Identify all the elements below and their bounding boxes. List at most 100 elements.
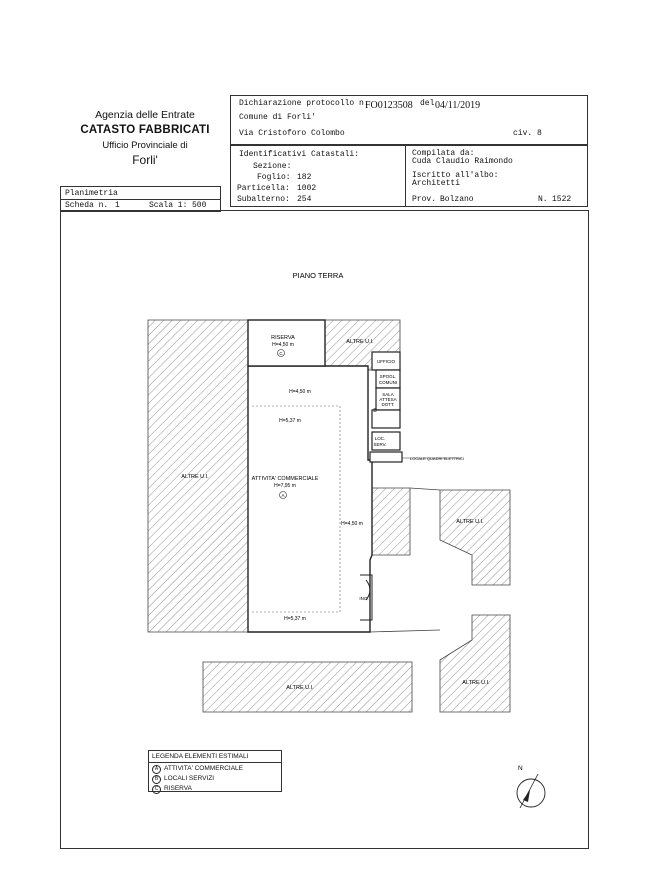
drawing-frame (60, 210, 589, 849)
legend-divider (149, 762, 281, 763)
compilata-box: Compilata da: Cuda Claudio Raimondo Iscr… (405, 145, 588, 207)
sala-label-2: ATTESA (379, 397, 396, 402)
scala-value: 500 (192, 201, 207, 210)
height-label-4: H=5,37 m (284, 616, 306, 622)
context-line-bottom (369, 629, 441, 633)
altre-label-right: ALTRE U.I. (456, 519, 484, 525)
altre-ui-right-block (439, 489, 511, 586)
north-arrow-head (523, 790, 530, 802)
legend-label: LOCALI SERVIZI (164, 775, 215, 782)
civ-label: civ. (513, 129, 533, 138)
loc-serv-label-1: LOC. (375, 436, 386, 441)
prov-label: Prov. (412, 195, 437, 204)
altre-ui-bottom (202, 661, 413, 713)
compilata-name: Cuda Claudio Raimondo (412, 157, 513, 166)
city-name: Forli' (132, 153, 158, 167)
ufficio-label: UFFICIO (377, 359, 395, 364)
scheda-value: 1 (115, 201, 120, 210)
prov-value: Bolzano (440, 195, 474, 204)
civ-number: 8 (537, 129, 542, 138)
north-arrow-circle (516, 778, 546, 808)
height-label-1: H=4,50 m (289, 389, 311, 395)
ingresso-label: ING. (359, 596, 368, 601)
quadri-label: LOCALE QUADRI ELETTRICI (410, 456, 464, 461)
riserva-marker-letter: C (279, 351, 283, 356)
bagno-room (371, 409, 401, 429)
agency-name: Agenzia delle Entrate (95, 109, 195, 121)
legend-label: RISERVA (164, 785, 192, 792)
sezione-label: Sezione: (253, 162, 292, 171)
altre-label-bottom: ALTRE U.I. (286, 685, 314, 691)
albo-value: Architetti (412, 179, 461, 188)
scheda-label: Scheda n. (65, 201, 109, 210)
n-label: N. (538, 195, 548, 204)
commercial-outline (247, 365, 373, 633)
attivita-marker-letter: A (281, 493, 284, 498)
foglio-label: Foglio: (257, 173, 291, 182)
attivita-label: ATTIVITA' COMMERCIALE (252, 476, 319, 482)
n-value: 1522 (552, 195, 572, 204)
legend-marker: B (152, 775, 161, 784)
height-label-2: H=5,37 m (279, 418, 301, 424)
north-arrow-label: N (518, 765, 523, 772)
altre-label-left: ALTRE U.I. (181, 474, 209, 480)
servizi-marker-letter: B (373, 408, 377, 414)
altre-ui-bottom-right (439, 614, 511, 713)
legend-label: ATTIVITA' COMMERCIALE (164, 765, 244, 772)
legend-marker: A (152, 765, 161, 774)
subalterno-label: Subalterno: (237, 195, 290, 204)
riserva-room (247, 319, 326, 367)
legend-title: LEGENDA ELEMENTI ESTIMALI (152, 753, 249, 760)
attivita-marker (279, 491, 287, 499)
altre-ui-right-strip (371, 487, 411, 556)
riserva-label: RISERVA (271, 335, 295, 341)
altre-label-bottom-right: ALTRE U.I. (462, 680, 490, 686)
height-label-3: H=4,50 m (341, 521, 363, 527)
comune: Comune di Forli' (239, 113, 316, 122)
spogliatoi-room (375, 369, 401, 389)
agency-header: Agenzia delle Entrate CATASTO FABBRICATI… (60, 108, 230, 168)
north-arrow-line (519, 773, 539, 809)
planimetria-divider (61, 199, 220, 200)
spogliatoi-label-2: COMUNI (379, 380, 397, 385)
floor-label: PIANO TERRA (293, 271, 344, 280)
quadri-room (369, 451, 403, 463)
ufficio-label: Ufficio Provinciale di (102, 140, 188, 151)
planimetria-box: Planimetria Scheda n. 1 Scala 1: 500 (60, 186, 221, 212)
particella-value: 1002 (297, 184, 317, 193)
sala-label-1: SALA (382, 392, 394, 397)
protocol-date: 04/11/2019 (435, 100, 481, 111)
catasto-title: CATASTO FABBRICATI (80, 124, 210, 136)
particella-label: Particella: (237, 184, 290, 193)
altre-label-top: ALTRE U.I. (346, 339, 374, 345)
protocol-box: Dichiarazione protocollo n. FO0123508 de… (230, 95, 588, 145)
protocol-label: Dichiarazione protocollo n. (239, 99, 369, 108)
legend-marker: C (152, 785, 161, 794)
subalterno-value: 254 (297, 195, 312, 204)
riserva-height: H=4,50 m (272, 342, 294, 348)
loc-serv-room (371, 431, 401, 451)
attivita-height: H=7,95 m (274, 483, 296, 489)
loc-serv-label-2: SERV. (373, 442, 386, 447)
context-line-right (409, 487, 441, 491)
identificativi-title: Identificativi Catastali: (239, 150, 360, 159)
sala-label-3: DOTT. (382, 402, 395, 407)
date-label: del (420, 99, 435, 108)
foglio-value: 182 (297, 173, 312, 182)
riserva-marker (277, 349, 285, 357)
interior-dashed (252, 405, 341, 613)
compilata-label: Compilata da: (412, 149, 475, 158)
scala-label: Scala 1: (149, 201, 188, 210)
iscritto-label: Iscritto all'albo: (412, 171, 499, 180)
planimetria-label: Planimetria (65, 189, 118, 198)
spogliatoi-label-1: SPOGL. (380, 374, 397, 379)
entrance-door (360, 574, 373, 621)
via: Via Cristoforo Colombo (239, 129, 345, 138)
protocol-number: FO0123508 (365, 100, 413, 111)
